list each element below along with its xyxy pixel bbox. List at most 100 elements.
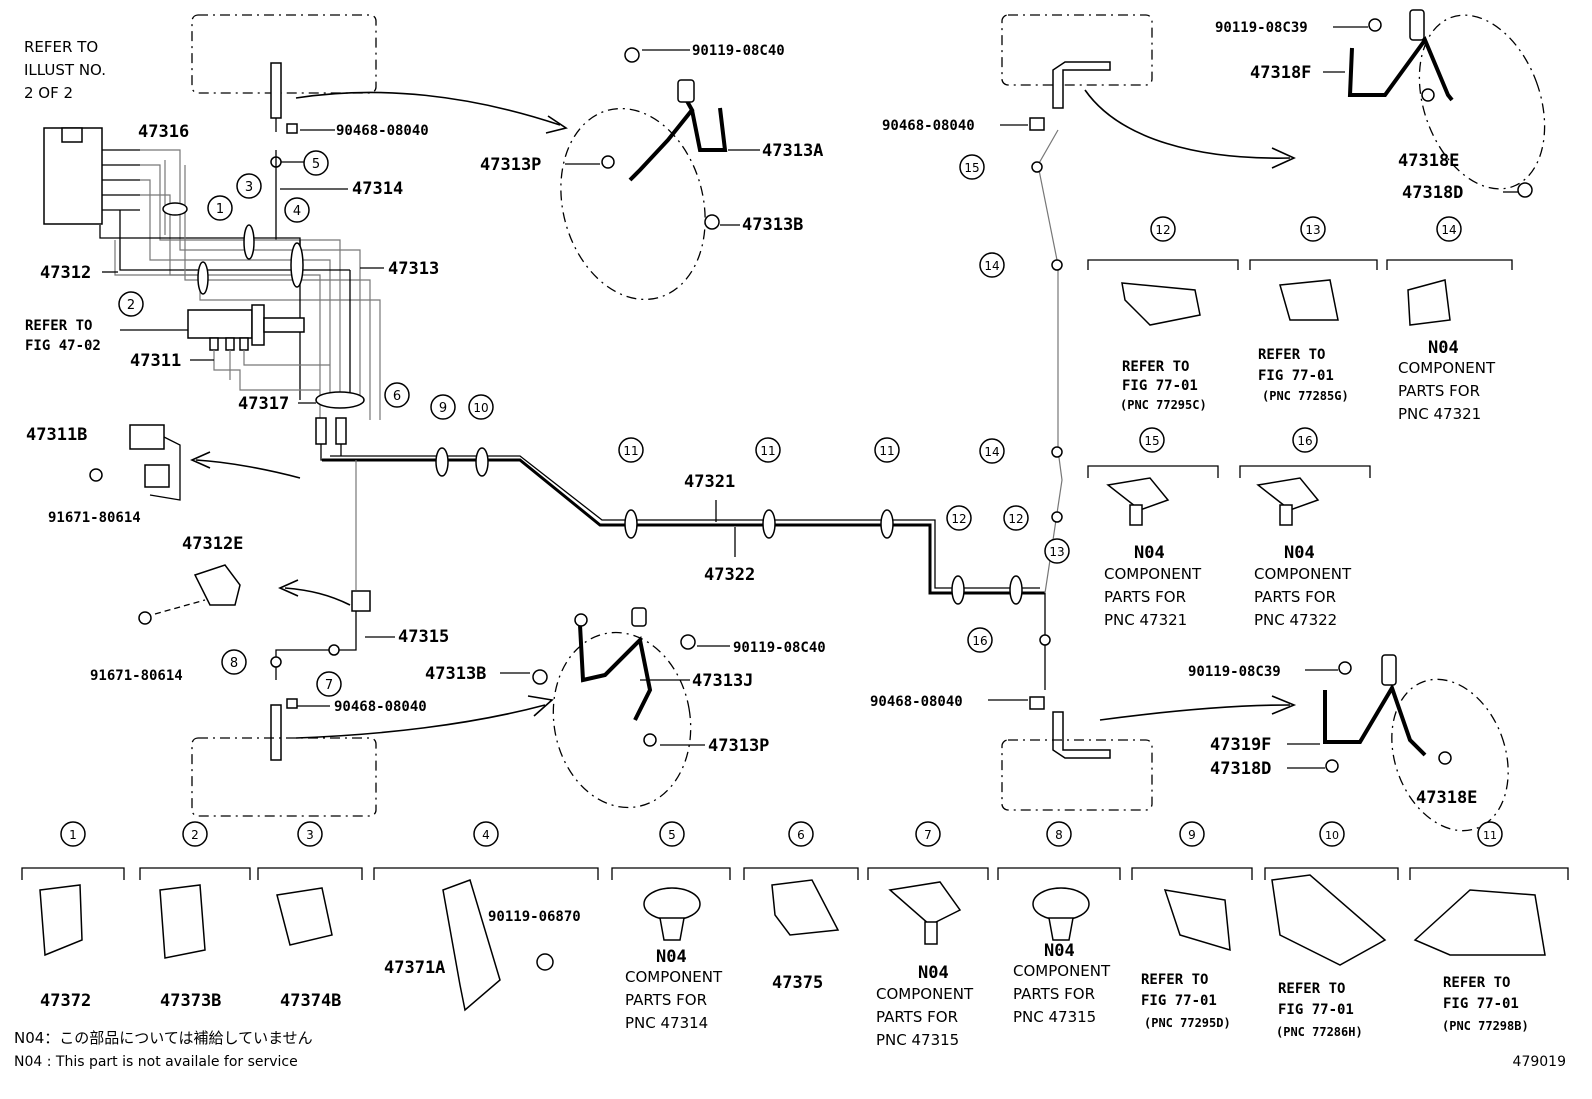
clamp-6 (315, 391, 365, 409)
bottom-group-brackets (21, 867, 1569, 880)
b10-line2: FIG 77-01 (1278, 1002, 1354, 1018)
callout-14b: 14 (984, 445, 999, 459)
hose-circle-right-top (1418, 14, 1546, 190)
wheel-box-front-left (191, 14, 377, 94)
b9-line2: FIG 77-01 (1141, 993, 1217, 1009)
label-47314: 47314 (352, 179, 403, 199)
wheel-box-front-right (1001, 14, 1153, 86)
g14-line2: PARTS FOR (1398, 382, 1480, 400)
callout-12a: 12 (951, 512, 966, 526)
label-47315: 47315 (398, 627, 449, 647)
label-47311B: 47311B (26, 425, 87, 445)
actuator-body (43, 127, 103, 225)
g12-line1: REFER TO (1122, 359, 1189, 375)
label-47318D-top: 47318D (1402, 183, 1463, 203)
clip-90468-br (1029, 696, 1045, 710)
illustration-id: 479019 (1513, 1054, 1566, 1070)
bottom-callout-9: 9 (1188, 828, 1196, 842)
label-90119-08C39-top: 90119-08C39 (1215, 20, 1308, 36)
wheel-box-rear-left (191, 737, 377, 817)
b5-code: N04 (656, 947, 687, 967)
group-callout-13: 13 (1305, 223, 1320, 237)
label-47322: 47322 (704, 565, 755, 585)
b7-line1: COMPONENT (876, 985, 974, 1003)
label-90468-br: 90468-08040 (870, 694, 963, 710)
bottom-callout-4: 4 (482, 828, 490, 842)
label-90119-08C39-bot: 90119-08C39 (1188, 664, 1281, 680)
callout-11a: 11 (623, 444, 638, 458)
b9-line3: (PNC 77295D) (1144, 1016, 1231, 1030)
clamp-1 (162, 202, 188, 216)
label-47313B-bot: 47313B (425, 664, 486, 684)
b7-line2: PARTS FOR (876, 1008, 958, 1026)
g12-line2: FIG 77-01 (1122, 378, 1198, 394)
label-47312: 47312 (40, 263, 91, 283)
label-47321: 47321 (684, 472, 735, 492)
g14-code: N04 (1428, 338, 1459, 358)
callout-14a: 14 (984, 259, 999, 273)
b11-line1: REFER TO (1443, 975, 1510, 991)
label-47313P-top: 47313P (480, 155, 541, 175)
bottom-callout-6: 6 (797, 828, 805, 842)
g15-line2: PARTS FOR (1104, 588, 1186, 606)
callout-6: 6 (393, 389, 401, 404)
g14-line3: PNC 47321 (1398, 405, 1481, 423)
g13-line1: REFER TO (1258, 347, 1325, 363)
clamp-3 (243, 224, 255, 260)
part-labels: REFER TO ILLUST NO. 2 OF 2 47316 90468-0… (14, 20, 1566, 1070)
b6-part: 47375 (772, 973, 823, 993)
callout-15: 15 (964, 161, 979, 175)
bottom-callout-3: 3 (306, 828, 314, 842)
b5-line1: COMPONENT (625, 968, 723, 986)
label-47316: 47316 (138, 122, 189, 142)
hose-stub-rear-left (270, 704, 282, 761)
label-47318E-top: 47318E (1398, 151, 1459, 171)
g13-line2: FIG 77-01 (1258, 368, 1334, 384)
b10-line1: REFER TO (1278, 981, 1345, 997)
bracket-47312E (193, 564, 241, 606)
g12-line3: (PNC 77295C) (1120, 398, 1207, 412)
callout-circles: 1 2 3 4 5 6 7 8 9 10 11 11 11 12 12 13 1… (60, 150, 1503, 847)
clip-90468-bl (286, 698, 298, 709)
callout-7: 7 (325, 678, 333, 693)
b8-line2: PARTS FOR (1013, 985, 1095, 1003)
g16-code: N04 (1284, 543, 1315, 563)
bracket-47311B (129, 424, 165, 450)
b1-part: 47372 (40, 991, 91, 1011)
group-callout-15: 15 (1144, 434, 1159, 448)
b7-line3: PNC 47315 (876, 1031, 959, 1049)
callout-8: 8 (230, 656, 238, 671)
callout-16: 16 (972, 634, 987, 648)
group-callout-16: 16 (1297, 434, 1312, 448)
label-47313J: 47313J (692, 671, 753, 691)
refer-fig-47-02-line2: FIG 47-02 (25, 338, 101, 354)
label-90119-08C40-bot: 90119-08C40 (733, 640, 826, 656)
b4-extra: 90119-06870 (488, 909, 581, 925)
g15-code: N04 (1134, 543, 1165, 563)
label-90468-tl: 90468-08040 (336, 123, 429, 139)
b8-line1: COMPONENT (1013, 962, 1111, 980)
b3-part: 47374B (280, 991, 341, 1011)
refer-illust-line3: 2 OF 2 (24, 84, 73, 102)
b5-line2: PARTS FOR (625, 991, 707, 1009)
bottom-callout-11: 11 (1483, 829, 1497, 842)
label-47313B-top: 47313B (742, 215, 803, 235)
bottom-callout-10: 10 (1325, 829, 1339, 842)
bottom-callout-8: 8 (1055, 828, 1063, 842)
hose-circle-right-bottom (1391, 678, 1509, 832)
hose-47313A (628, 91, 695, 182)
label-91671-a: 91671-80614 (48, 510, 141, 526)
callout-9: 9 (439, 401, 447, 416)
label-90119-08C40-top: 90119-08C40 (692, 43, 785, 59)
refer-illust-line2: ILLUST NO. (24, 61, 106, 79)
label-47318D-bot: 47318D (1210, 759, 1271, 779)
b10-line3: (PNC 77286H) (1276, 1025, 1363, 1039)
g16-line1: COMPONENT (1254, 565, 1352, 583)
label-47312E: 47312E (182, 534, 243, 554)
label-90468-bl: 90468-08040 (334, 699, 427, 715)
label-90468-tr: 90468-08040 (882, 118, 975, 134)
g14-line1: COMPONENT (1398, 359, 1496, 377)
hose-circle-top (560, 107, 706, 301)
wheel-box-rear-right (1001, 739, 1153, 811)
